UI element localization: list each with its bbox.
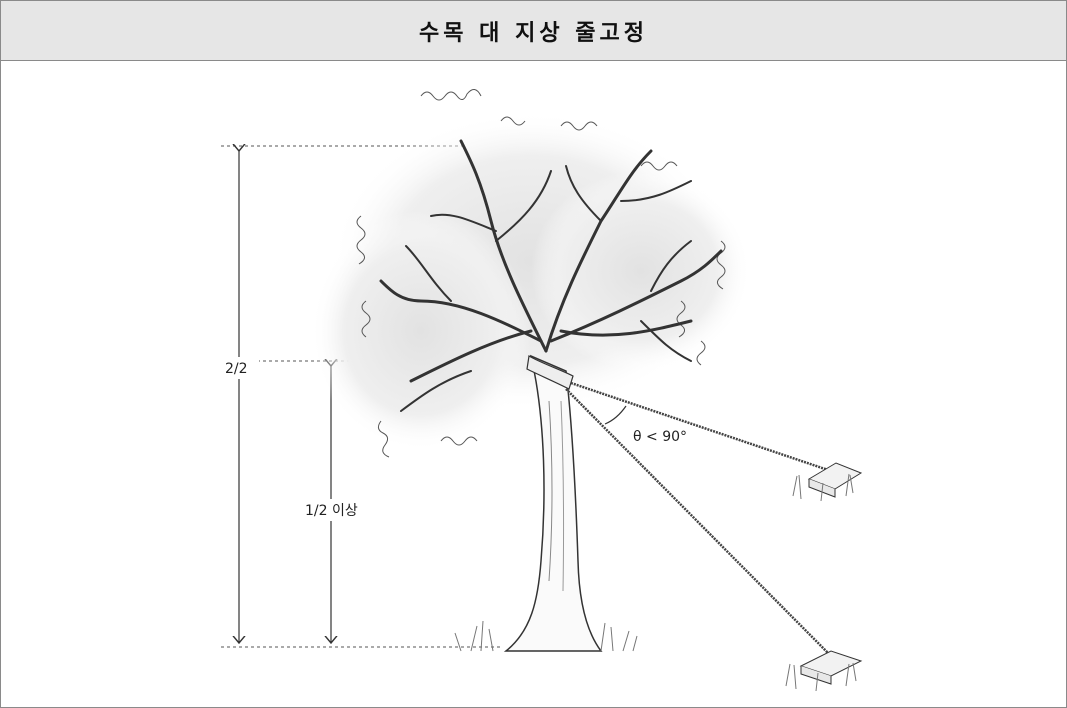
title-bar: 수목 대 지상 줄고정	[1, 1, 1066, 61]
upper-guy-wire	[570, 381, 832, 473]
angle-arc	[604, 405, 627, 425]
tree-trunk	[503, 354, 603, 652]
guy-wires	[565, 381, 832, 657]
dimension-arrows	[239, 151, 331, 643]
total-height-label: 2/2	[225, 361, 248, 377]
tree-canopy	[311, 89, 751, 458]
figure-title: 수목 대 지상 줄고정	[419, 20, 648, 46]
angle-label: θ < 90°	[633, 429, 687, 445]
lower-guy-wire	[565, 388, 832, 657]
lower-anchor	[785, 650, 863, 692]
ground-grass	[454, 620, 638, 652]
trunk-collar	[526, 355, 574, 390]
tree-guying-diagram: 2/2 1/2 이상	[219, 89, 863, 692]
guy-height-label: 1/2 이상	[305, 503, 358, 519]
tree-branches	[379, 139, 723, 412]
upper-anchor	[792, 462, 863, 502]
